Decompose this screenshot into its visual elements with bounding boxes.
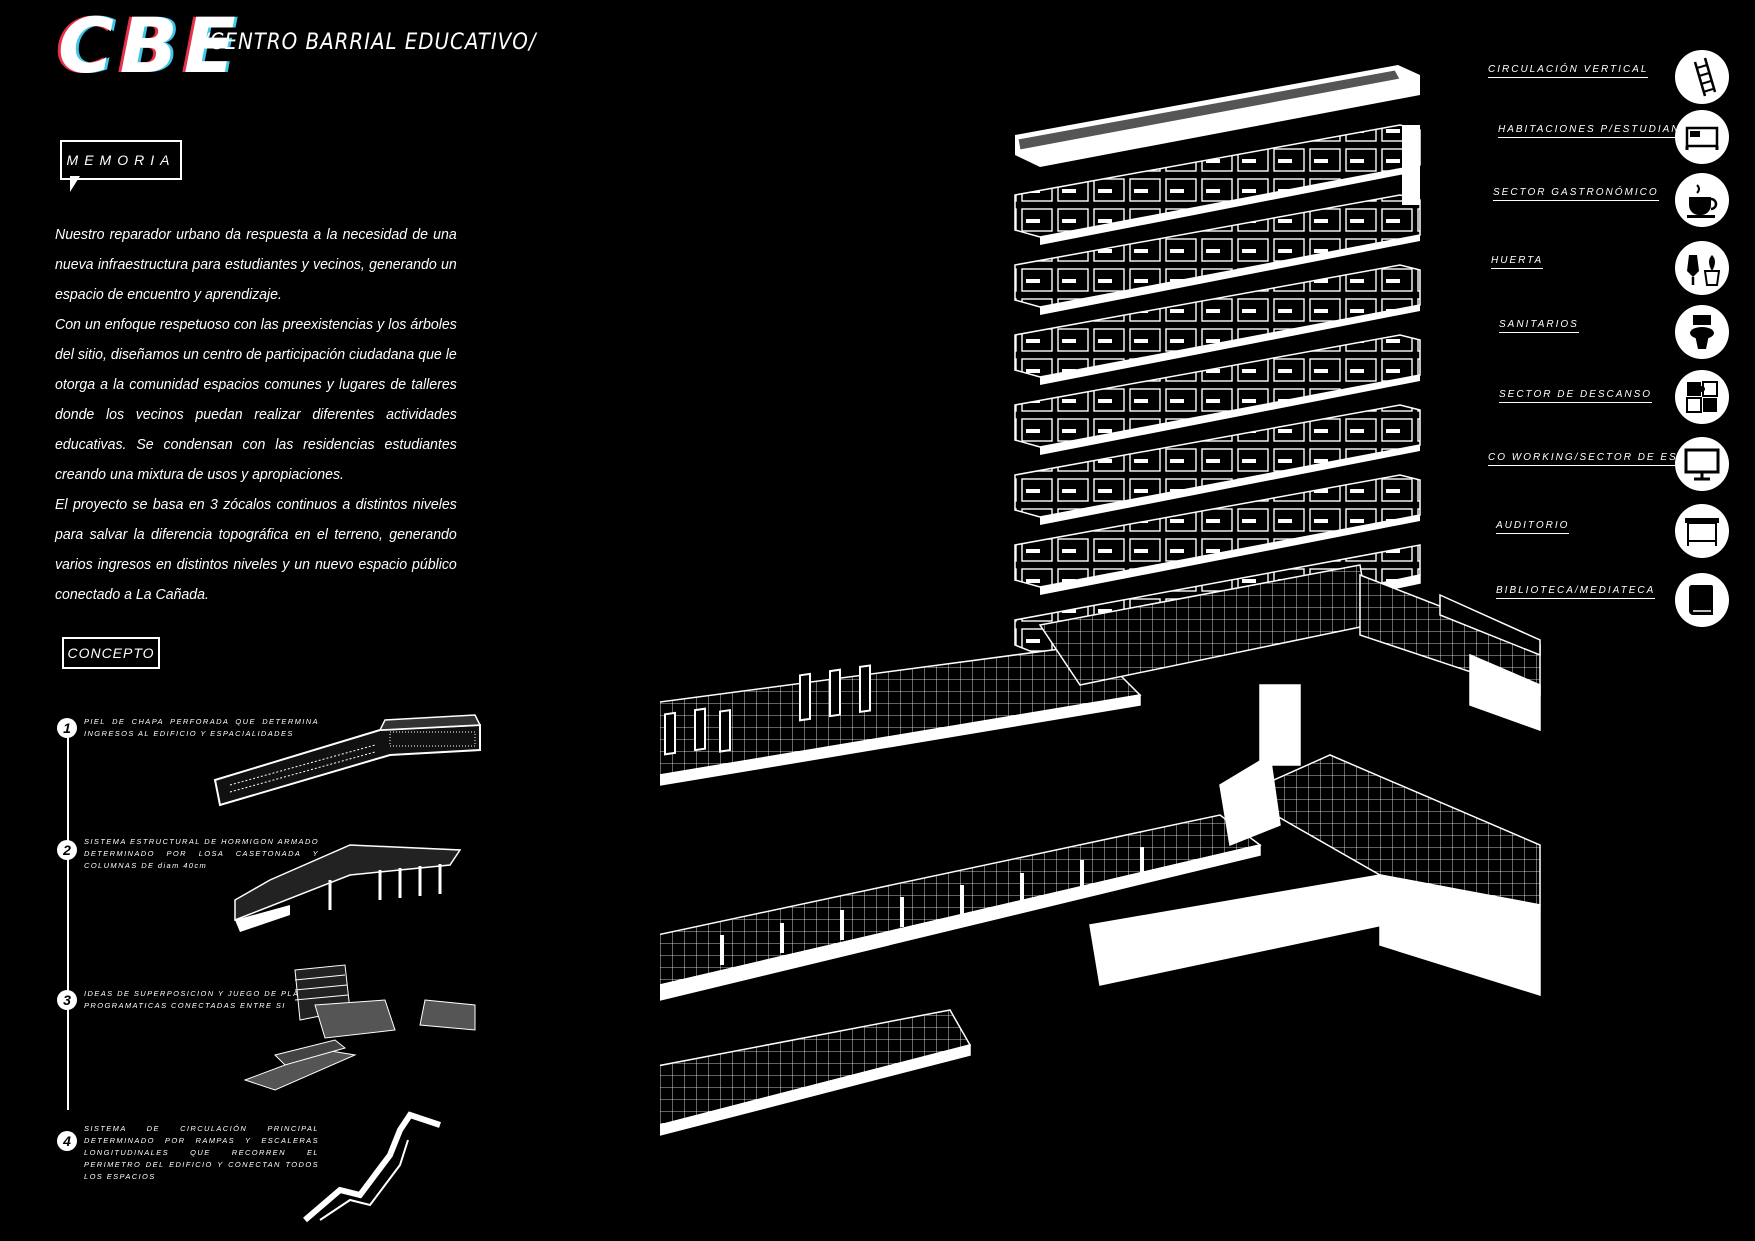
- step-text: SISTEMA DE CIRCULACIÓN PRINCIPAL DETERMI…: [84, 1124, 319, 1181]
- project-subtitle: /CENTRO BARRIAL EDUCATIVO/: [202, 30, 537, 55]
- concept-sketch-skin: [213, 714, 482, 807]
- toilet-icon: [1675, 305, 1729, 359]
- screen-icon: [1675, 504, 1729, 558]
- concept-sketch-plates: [243, 964, 476, 1091]
- residential-floors: [1014, 124, 1421, 588]
- memoria-heading: MEMORIA: [66, 152, 176, 168]
- step-number: 2: [57, 840, 77, 860]
- legend-label: HUERTA: [1491, 255, 1544, 269]
- legend-label: SECTOR GASTRONÓMICO: [1493, 187, 1659, 201]
- legend-label: CO WORKING/SECTOR DE ESTUDIO: [1488, 452, 1719, 466]
- cbe-logo: CBE: [58, 1, 242, 90]
- memoria-text: Nuestro reparador urbano da respuesta a …: [55, 220, 457, 610]
- legend-label: SECTOR DE DESCANSO: [1499, 389, 1653, 403]
- coffee-cup-icon: [1675, 173, 1729, 227]
- memoria-paragraph: El proyecto se basa en 3 zócalos continu…: [55, 496, 457, 603]
- concepto-heading: CONCEPTO: [62, 637, 160, 669]
- step-text: SISTEMA ESTRUCTURAL DE HORMIGON ARMADO D…: [84, 837, 319, 870]
- step-text: PIEL DE CHAPA PERFORADA QUE DETERMINA IN…: [84, 717, 319, 738]
- columns: [720, 847, 1144, 965]
- concept-sketch-structure: [234, 844, 462, 932]
- speech-bubble-tail: [70, 176, 80, 192]
- step-number: 3: [57, 990, 77, 1010]
- memoria-paragraph: Con un enfoque respetuoso con las preexi…: [55, 316, 457, 483]
- monitor-icon: [1675, 437, 1729, 491]
- concept-sketch-circulation: [303, 1111, 441, 1223]
- skylights: [664, 664, 871, 756]
- exploded-axonometric: [660, 65, 1541, 1136]
- legend-label: AUDITORIO: [1496, 520, 1570, 534]
- trowel-plant-icon: [1675, 241, 1729, 295]
- lower-podium: [660, 1009, 972, 1136]
- puzzle-icon: [1675, 370, 1729, 424]
- upper-podium: [660, 564, 1541, 786]
- legend-label: HABITACIONES P/ESTUDIANTES: [1498, 124, 1706, 138]
- legend-label: SANITARIOS: [1499, 319, 1579, 333]
- step-number: 1: [57, 718, 77, 738]
- ladder-icon: [1675, 50, 1729, 104]
- bed-icon: [1675, 110, 1729, 164]
- floor-slab-edges: [1040, 125, 1420, 595]
- book-icon: [1675, 573, 1729, 627]
- concept-timeline: [67, 720, 69, 1110]
- step-text: IDEAS DE SUPERPOSICION Y JUEGO DE PLACAS…: [84, 989, 319, 1010]
- memoria-paragraph: Nuestro reparador urbano da respuesta a …: [55, 226, 457, 303]
- legend-label: BIBLIOTECA/MEDIATECA: [1496, 585, 1656, 599]
- legend-label: CIRCULACIÓN VERTICAL: [1488, 64, 1649, 78]
- roof-slab: [1015, 65, 1420, 167]
- step-number: 4: [57, 1131, 77, 1151]
- memoria-heading-bubble: MEMORIA: [60, 140, 182, 180]
